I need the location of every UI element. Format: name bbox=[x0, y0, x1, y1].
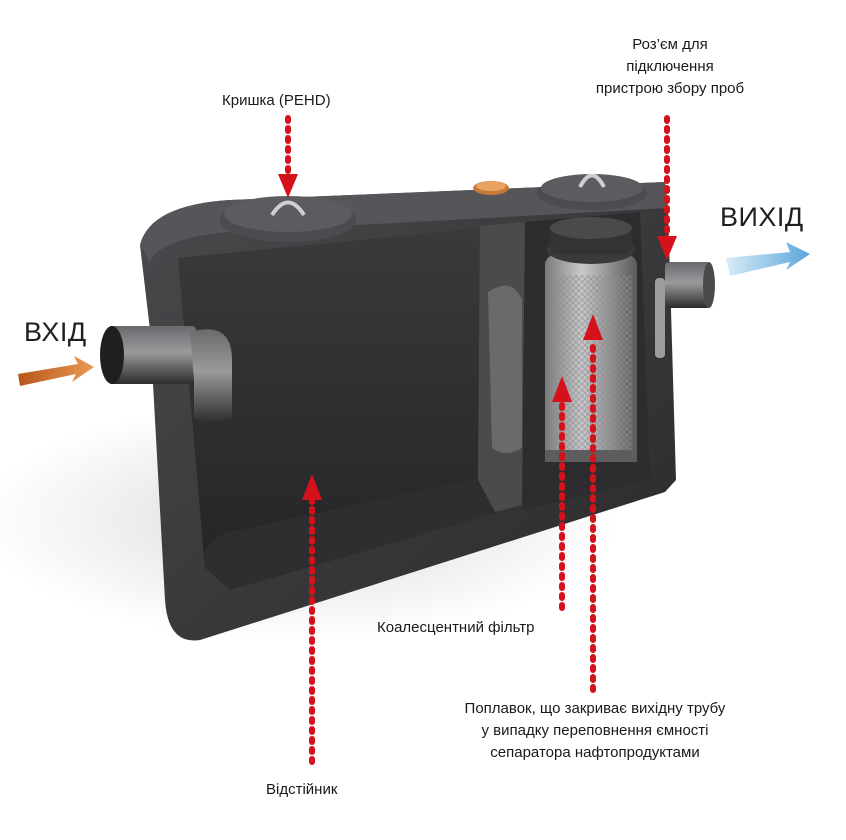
left-cover-handle bbox=[270, 200, 306, 217]
outlet-pipe bbox=[665, 262, 711, 308]
connector-label-line1: Роз’єм для bbox=[632, 36, 708, 53]
right-cover-top bbox=[541, 174, 643, 202]
outlet-flow-arrow bbox=[726, 242, 810, 276]
settler-pointer-arrow bbox=[302, 474, 322, 765]
inlet-flow-arrow bbox=[18, 356, 94, 386]
float-rod bbox=[655, 278, 665, 358]
filter-cap-top bbox=[550, 217, 632, 239]
outlet-label: ВИХІД bbox=[720, 202, 804, 232]
float-label-line1: Поплавок, що закриває вихідну трубу bbox=[464, 700, 726, 717]
filter-pointer-arrow bbox=[552, 376, 572, 611]
settler-floor bbox=[204, 478, 501, 590]
outlet-pipe-mouth bbox=[703, 262, 715, 308]
settler-chamber bbox=[178, 228, 480, 568]
filter-label: Коалесцентний фільтр bbox=[377, 619, 535, 636]
inspection-plug-top bbox=[476, 181, 506, 191]
connector-label-line3: пристрою збору проб bbox=[595, 80, 745, 97]
float-label-line2: у випадку переповнення ємності bbox=[481, 722, 709, 739]
inlet-label: ВХІД bbox=[24, 317, 87, 347]
left-cover-top bbox=[224, 196, 352, 232]
float-label: Поплавок, що закриває вихідну трубу у ви… bbox=[420, 698, 770, 764]
inlet-pipe bbox=[108, 326, 196, 384]
inlet-pipe-mouth bbox=[100, 326, 124, 384]
float-label-line3: сепаратора нафтопродуктами bbox=[490, 744, 700, 761]
float-pointer-arrow bbox=[583, 314, 603, 693]
cover-label: Кришка (PEHD) bbox=[222, 92, 331, 109]
connector-label-line2: підключення bbox=[626, 58, 714, 75]
right-cover-handle bbox=[578, 173, 606, 188]
connector-pointer-arrow bbox=[657, 115, 677, 260]
connector-label: Роз’єм для підключення пристрою збору пр… bbox=[560, 34, 780, 100]
partition-tee bbox=[488, 285, 522, 453]
cover-pointer-arrow bbox=[278, 115, 298, 198]
inlet-elbow bbox=[190, 329, 232, 423]
settler-label: Відстійник bbox=[266, 781, 338, 798]
